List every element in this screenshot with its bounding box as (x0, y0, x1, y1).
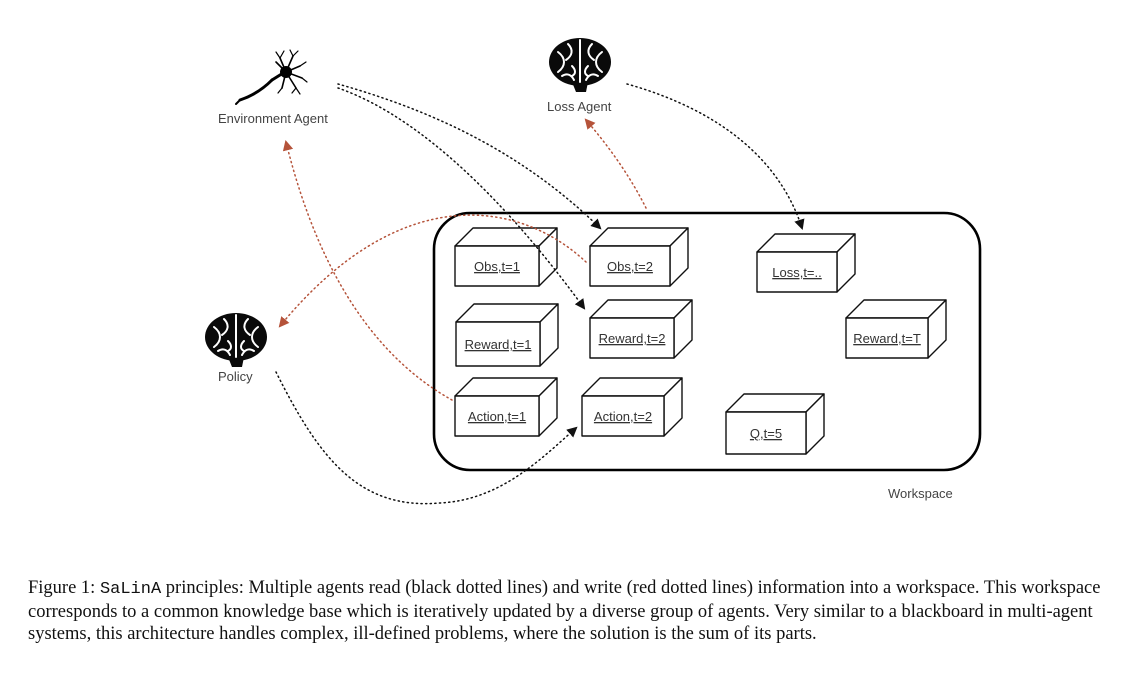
workspace-box-label: Q,t=5 (750, 426, 782, 441)
read-edge-loss-to-losscube (626, 83, 805, 230)
workspace-box-obs1: Obs,t=1 (454, 227, 558, 287)
workspace-box-label: Reward,t=T (853, 331, 921, 346)
brain-icon (205, 313, 267, 367)
workspace-box-loss: Loss,t=.. (756, 233, 856, 293)
read-edge-env-to-obs2 (337, 83, 602, 230)
workspace-box-label: Obs,t=1 (474, 259, 520, 274)
workspace-box-obs2: Obs,t=2 (589, 227, 689, 287)
loss-agent-label: Loss Agent (547, 99, 612, 114)
caption-text: principles: Multiple agents read (black … (28, 578, 1101, 644)
workspace-box-q5: Q,t=5 (725, 393, 825, 455)
workspace-box-label: Action,t=1 (468, 409, 526, 424)
workspace-box-label: Obs,t=2 (607, 259, 653, 274)
write-edge-action1-to-env-agent (282, 139, 453, 401)
workspace-box-label: Action,t=2 (594, 409, 652, 424)
workspace-box-rewardT: Reward,t=T (845, 299, 947, 359)
workspace-box-action1: Action,t=1 (454, 377, 558, 437)
caption-library-name: SaLinA (99, 580, 162, 599)
brain-icon (549, 38, 611, 92)
workspace-label: Workspace (888, 486, 953, 501)
read-edge-env-to-reward2 (337, 87, 586, 310)
read-edge-policy-to-action2 (275, 371, 578, 505)
caption-prefix: Figure 1: (28, 578, 100, 598)
workspace-box-label: Loss,t=.. (772, 265, 822, 280)
workspace-box-label: Reward,t=1 (465, 337, 532, 352)
write-edge-obs2-to-loss-agent (584, 118, 647, 209)
workspace-container (432, 211, 982, 472)
salina-diagram: Workspace Environment Agent Loss Agent P… (205, 38, 982, 505)
workspace-box-label: Reward,t=2 (599, 331, 666, 346)
figure-caption: Figure 1: SaLinA principles: Multiple ag… (28, 577, 1128, 645)
policy-label: Policy (218, 369, 253, 384)
workspace-box-action2: Action,t=2 (581, 377, 683, 437)
write-edge-obs2-to-policy (278, 214, 587, 328)
workspace-box-reward2: Reward,t=2 (589, 299, 693, 359)
neuron-icon (235, 49, 308, 105)
environment-agent-label: Environment Agent (218, 111, 328, 126)
workspace-box-reward1: Reward,t=1 (455, 303, 559, 367)
